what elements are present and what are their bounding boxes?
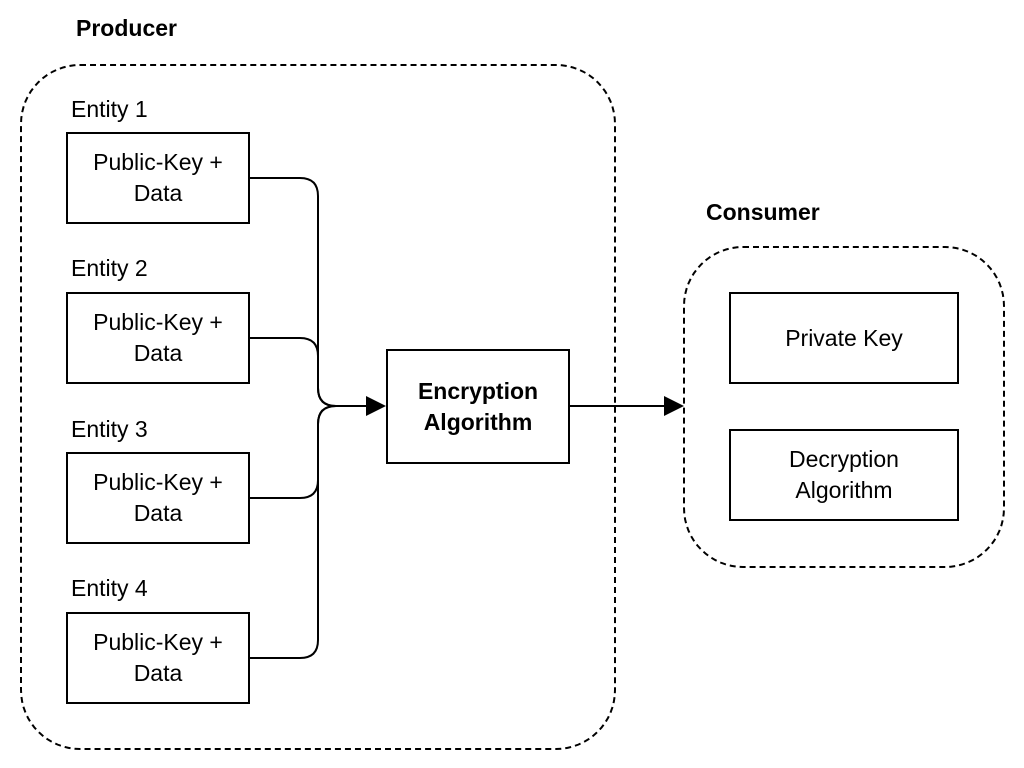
entity-1-box-line1: Public-Key +	[93, 149, 223, 175]
arrowhead-to-consumer	[664, 396, 684, 416]
consumer-group	[683, 246, 1005, 568]
entity-3-label: Entity 3	[71, 416, 148, 442]
entity-3-box-line1: Public-Key +	[93, 469, 223, 495]
entity-2-box: Public-Key + Data	[66, 292, 250, 384]
entity-3-box-line2: Data	[133, 500, 183, 526]
encryption-line2: Algorithm	[423, 408, 533, 435]
entity-3-box: Public-Key + Data	[66, 452, 250, 544]
encryption-line1: Encryption	[417, 377, 539, 404]
consumer-title: Consumer	[706, 199, 820, 225]
private-key-label: Private Key	[785, 324, 903, 351]
entity-4-box-line2: Data	[133, 660, 183, 686]
entity-4-box-line1: Public-Key +	[93, 629, 223, 655]
entity-1-box: Public-Key + Data	[66, 132, 250, 224]
entity-2-label: Entity 2	[71, 255, 148, 281]
entity-2-box-line2: Data	[133, 340, 183, 366]
producer-group	[20, 64, 616, 750]
decryption-line1: Decryption	[789, 446, 899, 472]
entity-4-label: Entity 4	[71, 575, 148, 601]
entity-2-box-line1: Public-Key +	[93, 309, 223, 335]
entity-1-label: Entity 1	[71, 96, 148, 122]
entity-1-box-line2: Data	[133, 180, 183, 206]
decryption-algorithm-box: Decryption Algorithm	[729, 429, 959, 521]
decryption-line2: Algorithm	[795, 477, 893, 503]
producer-title: Producer	[76, 15, 177, 41]
encryption-algorithm-box: Encryption Algorithm	[386, 349, 570, 464]
entity-4-box: Public-Key + Data	[66, 612, 250, 704]
private-key-box: Private Key	[729, 292, 959, 384]
